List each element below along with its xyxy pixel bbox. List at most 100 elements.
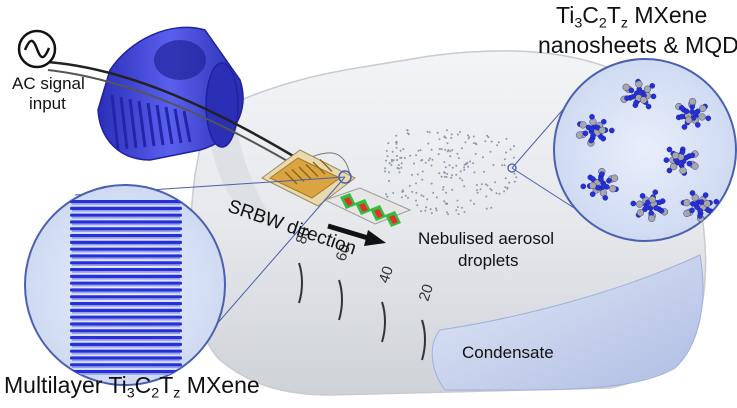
droplet bbox=[398, 171, 401, 174]
formula-subscript: 3 bbox=[126, 385, 135, 402]
atom bbox=[636, 209, 645, 217]
droplet bbox=[444, 191, 447, 194]
droplet bbox=[444, 202, 447, 205]
droplet bbox=[419, 149, 422, 152]
mxene-layer bbox=[70, 322, 182, 326]
atom bbox=[639, 96, 648, 104]
aerosol-label-line1: Nebulised aerosol bbox=[418, 229, 555, 248]
atom bbox=[609, 127, 615, 134]
mxene-layer bbox=[70, 295, 182, 299]
electrode-strip bbox=[389, 215, 398, 224]
droplet bbox=[443, 161, 446, 164]
atom bbox=[590, 176, 596, 182]
mxene-layer-atoms bbox=[72, 264, 180, 266]
droplet bbox=[426, 130, 429, 133]
droplet bbox=[430, 164, 433, 167]
idt-finger bbox=[319, 159, 333, 172]
graduation-mark bbox=[338, 279, 343, 321]
signal-wire-2 bbox=[47, 69, 297, 167]
mxene-layer bbox=[70, 227, 182, 231]
formula-text: C bbox=[134, 372, 152, 398]
droplet bbox=[448, 164, 451, 167]
mxene-layer-atoms bbox=[72, 373, 180, 375]
mxene-layer-atoms bbox=[72, 318, 180, 321]
mxene-layer-atoms bbox=[72, 278, 180, 280]
atom bbox=[650, 93, 657, 100]
droplet bbox=[473, 202, 476, 205]
condensate-label: Condensate bbox=[462, 343, 554, 362]
droplet bbox=[408, 184, 411, 187]
cap-rib bbox=[146, 102, 156, 147]
droplet bbox=[446, 202, 449, 205]
droplet bbox=[390, 158, 393, 161]
atom bbox=[645, 103, 652, 110]
droplet bbox=[411, 190, 414, 193]
formula-text: T bbox=[606, 2, 621, 28]
atom bbox=[599, 171, 605, 177]
atom bbox=[679, 149, 686, 155]
droplet bbox=[438, 172, 441, 175]
formula-subscript: z bbox=[173, 385, 181, 402]
electrode-strip bbox=[344, 197, 353, 206]
droplet bbox=[415, 154, 418, 157]
droplet bbox=[428, 131, 431, 134]
atom bbox=[598, 176, 604, 183]
droplet bbox=[387, 142, 390, 145]
mxene-layer-atoms bbox=[72, 203, 180, 205]
droplet bbox=[451, 149, 454, 151]
atom bbox=[697, 213, 703, 219]
droplet bbox=[485, 195, 488, 198]
mxene-layer bbox=[70, 329, 182, 333]
atom bbox=[691, 194, 699, 202]
droplet bbox=[400, 196, 403, 199]
atom bbox=[681, 124, 688, 130]
droplet bbox=[430, 148, 433, 151]
droplet bbox=[388, 162, 391, 165]
graduation-mark bbox=[381, 301, 386, 343]
droplet bbox=[455, 209, 458, 212]
droplet bbox=[463, 211, 466, 213]
atom bbox=[643, 85, 652, 93]
atom bbox=[602, 194, 609, 201]
atom bbox=[691, 162, 699, 170]
atom bbox=[703, 200, 711, 208]
formula-text: Multilayer Ti bbox=[4, 372, 127, 398]
droplet bbox=[429, 157, 431, 160]
droplet bbox=[486, 134, 489, 137]
droplet bbox=[430, 212, 433, 215]
droplet bbox=[422, 195, 425, 198]
droplet bbox=[513, 172, 516, 175]
atom bbox=[635, 200, 644, 208]
droplet bbox=[467, 165, 470, 168]
droplet bbox=[395, 134, 398, 137]
droplet bbox=[421, 159, 424, 161]
mxene-layer-atoms bbox=[72, 325, 180, 328]
droplet bbox=[384, 159, 387, 162]
mxene-layer bbox=[70, 274, 182, 278]
mxene-layer-atoms bbox=[72, 257, 180, 260]
cap-rib bbox=[182, 110, 192, 143]
idt-finger bbox=[284, 171, 298, 185]
droplet bbox=[399, 156, 402, 159]
formula-subscript: 2 bbox=[598, 15, 607, 32]
droplet bbox=[489, 187, 492, 190]
mxene-layer-atoms bbox=[72, 237, 180, 239]
idt-finger bbox=[305, 164, 319, 177]
droplet bbox=[479, 188, 482, 191]
mxene-layer bbox=[70, 200, 182, 204]
mxene-layer bbox=[70, 302, 182, 306]
atom bbox=[575, 131, 584, 139]
droplet bbox=[391, 160, 393, 163]
atom bbox=[589, 114, 595, 120]
atom bbox=[588, 137, 595, 144]
ac-signal-label-line2: input bbox=[29, 94, 66, 113]
atom bbox=[679, 167, 687, 175]
droplet bbox=[395, 141, 397, 144]
droplet bbox=[391, 150, 394, 153]
graduation-mark bbox=[298, 262, 303, 304]
droplet bbox=[415, 199, 417, 202]
droplet bbox=[495, 192, 498, 195]
srbw-direction-arrow bbox=[327, 223, 386, 246]
droplet bbox=[416, 204, 419, 207]
droplet bbox=[473, 171, 476, 174]
